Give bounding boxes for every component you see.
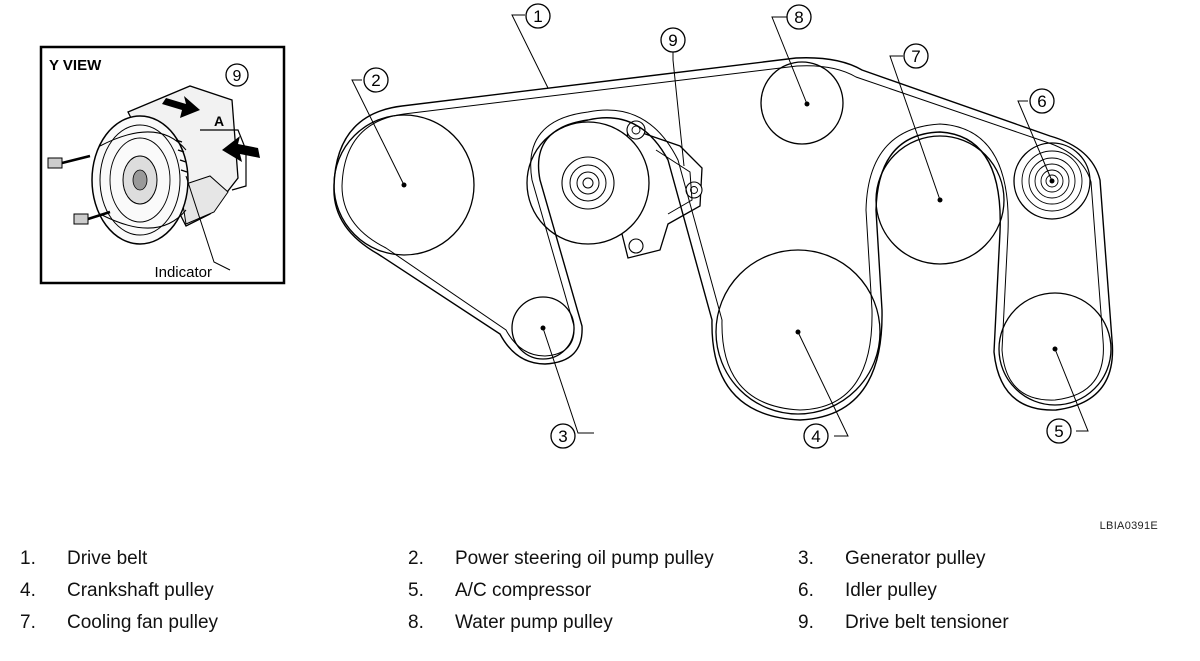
callout-6 [1029,88,1055,114]
legend-number: 9. [798,612,814,633]
arrow-icon [222,136,260,162]
callouts [363,3,1072,449]
legend-number: 1. [20,548,36,569]
indicator-label: Indicator [154,264,212,281]
legend-number: 3. [798,548,814,569]
callout-number: 4 [811,427,820,446]
legend-label: A/C compressor [455,580,592,601]
callout-3 [550,423,576,449]
figure-code: LBIA0391E [1099,520,1158,532]
callout-number: 5 [1054,422,1063,441]
drive-belt [333,57,1114,421]
legend-label: Drive belt tensioner [845,612,1009,633]
legend-label: Power steering oil pump pulley [455,548,714,569]
callout-number: 9 [668,31,677,50]
legend-number: 7. [20,612,36,633]
legend-label: Cooling fan pulley [67,612,219,633]
legend-number: 5. [408,580,424,601]
callout-number: 8 [794,8,803,27]
callout-9 [660,27,686,53]
arrow-label-a: A [214,113,224,129]
callout-1 [525,3,551,29]
callout-8 [786,4,812,30]
legend-number: 4. [20,580,36,601]
bolt-icon [47,154,91,169]
legend-label: Idler pulley [845,580,937,601]
inset-title: Y VIEW [49,57,102,74]
leader-lines [351,14,1089,437]
callout-7 [903,43,929,69]
legend-number: 2. [408,548,424,569]
callout-number: 2 [371,71,380,90]
arrow-icon [162,96,200,118]
inset-callout-9: 9 [233,68,242,85]
belt-routing-diagram: Y VIEW 9 A [39,3,1114,449]
pulley-center-dots [401,101,1058,352]
callout-number: 7 [911,47,920,66]
pulleys [333,61,1112,415]
y-view-inset: Y VIEW 9 A [39,45,286,285]
callout-2 [363,67,389,93]
callout-number: 1 [533,7,542,26]
callout-4 [803,423,829,449]
callout-number: 6 [1037,92,1046,111]
bolt-icon [73,210,111,225]
legend-label: Drive belt [67,548,148,569]
water-pump-pulley [760,61,844,145]
legend-number: 8. [408,612,424,633]
legend-label: Generator pulley [845,548,986,569]
legend-label: Water pump pulley [455,612,613,633]
drive-belt-tensioner [526,120,703,259]
callout-number: 3 [558,427,567,446]
callout-5 [1046,418,1072,444]
legend-number: 6. [798,580,814,601]
legend-label: Crankshaft pulley [67,580,214,601]
